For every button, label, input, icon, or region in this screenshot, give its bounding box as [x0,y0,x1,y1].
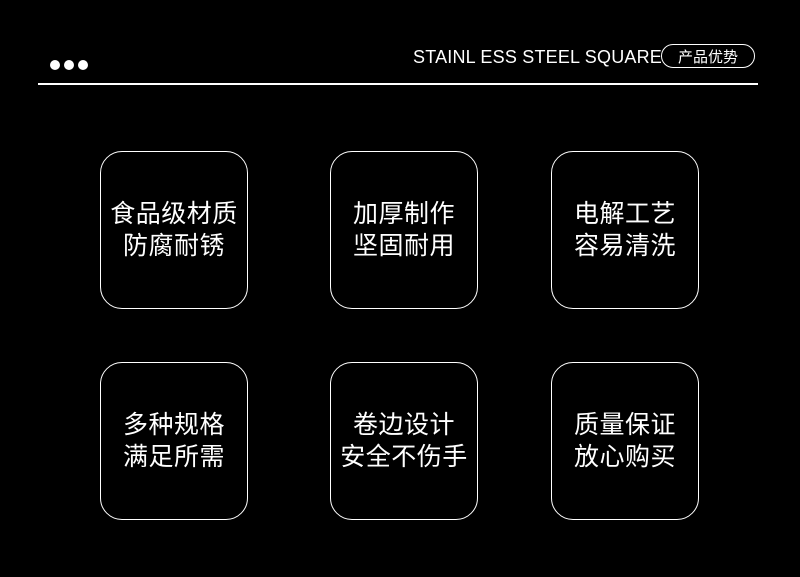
feature-card-sizes: 多种规格 满足所需 [100,362,248,520]
feature-card-quality: 质量保证 放心购买 [551,362,699,520]
feature-line-1: 加厚制作 [352,199,455,228]
feature-line-2: 放心购买 [573,442,676,471]
feature-line-2: 安全不伤手 [340,442,468,471]
header-title: STAINL ESS STEEL SQUARE [413,47,663,67]
feature-card-material: 食品级材质 防腐耐锈 [100,151,248,309]
feature-line-2: 容易清洗 [573,231,676,260]
feature-line-2: 防腐耐锈 [122,231,225,260]
feature-line-1: 质量保证 [573,410,676,439]
header-divider [38,83,758,85]
dot-icon [50,60,60,70]
header-badge: 产品优势 [661,44,755,68]
feature-line-2: 满足所需 [122,442,225,471]
feature-card-thickened: 加厚制作 坚固耐用 [330,151,478,309]
feature-card-rolled-edge: 卷边设计 安全不伤手 [330,362,478,520]
dot-icon [78,60,88,70]
feature-line-1: 多种规格 [122,410,225,439]
feature-line-1: 食品级材质 [110,199,238,228]
feature-card-electrolytic: 电解工艺 容易清洗 [551,151,699,309]
feature-line-1: 电解工艺 [573,199,676,228]
dot-icon [64,60,74,70]
decorative-dots [50,60,88,70]
feature-line-1: 卷边设计 [352,410,455,439]
feature-line-2: 坚固耐用 [352,231,455,260]
